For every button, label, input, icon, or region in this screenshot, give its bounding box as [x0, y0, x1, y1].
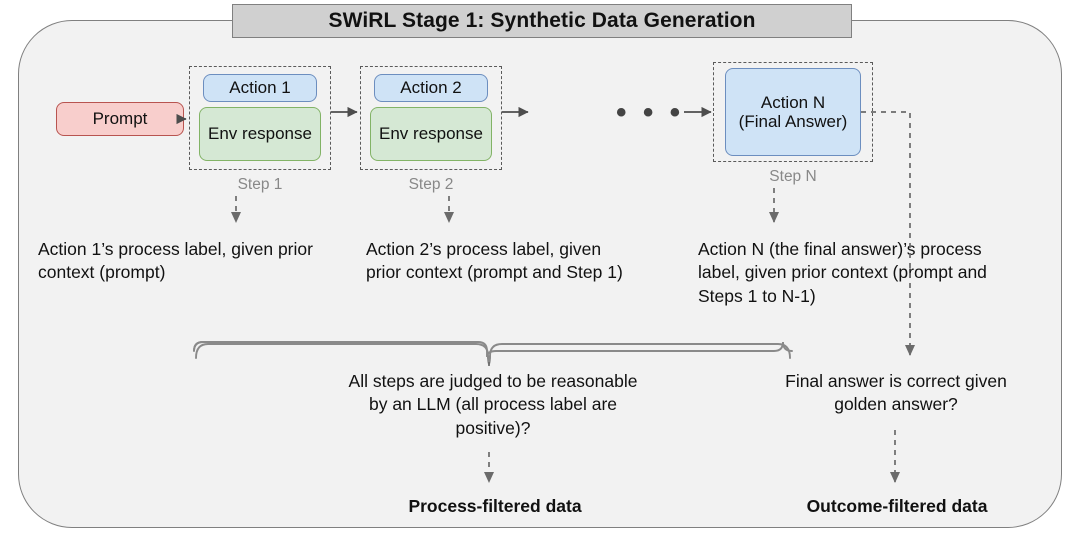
process-label-text-1: Action 1’s process label, given prior co… [38, 239, 313, 283]
step-label-1: Step 1 [237, 176, 283, 193]
ellipsis-indicator: • • • [616, 96, 685, 129]
process-decision-text: All steps are judged to be reasonable by… [348, 371, 638, 438]
env-node-2-label: Env response [379, 124, 483, 144]
process-label-text-3: Action N (the final answer)’s process la… [698, 239, 987, 306]
process-filtered-output: Process-filtered data [408, 496, 582, 516]
prompt-node[interactable]: Prompt [56, 102, 184, 136]
env-node-1-label: Env response [208, 124, 312, 144]
outcome-filtered-output: Outcome-filtered data [806, 496, 988, 516]
action-node-2-label: Action 2 [400, 78, 462, 98]
env-node-1[interactable]: Env response [199, 107, 321, 161]
step-group-2 [360, 66, 502, 170]
action-node-1-label: Action 1 [229, 78, 291, 98]
action-node-n-label: Action N(Final Answer) [738, 92, 848, 131]
step-label-n: Step N [769, 168, 817, 185]
action-node-2[interactable]: Action 2 [374, 74, 488, 102]
action-node-1[interactable]: Action 1 [203, 74, 317, 102]
page-title: SWiRL Stage 1: Synthetic Data Generation [232, 4, 852, 38]
env-node-2[interactable]: Env response [370, 107, 492, 161]
process-label-text-2: Action 2’s process label, given prior co… [366, 239, 623, 283]
step-group-1 [189, 66, 331, 170]
page-title-text: SWiRL Stage 1: Synthetic Data Generation [328, 9, 756, 32]
step-label-2: Step 2 [408, 176, 454, 193]
action-node-n[interactable]: Action N(Final Answer) [725, 68, 861, 156]
outcome-decision-text: Final answer is correct given golden ans… [785, 371, 1007, 415]
prompt-label: Prompt [92, 109, 148, 129]
